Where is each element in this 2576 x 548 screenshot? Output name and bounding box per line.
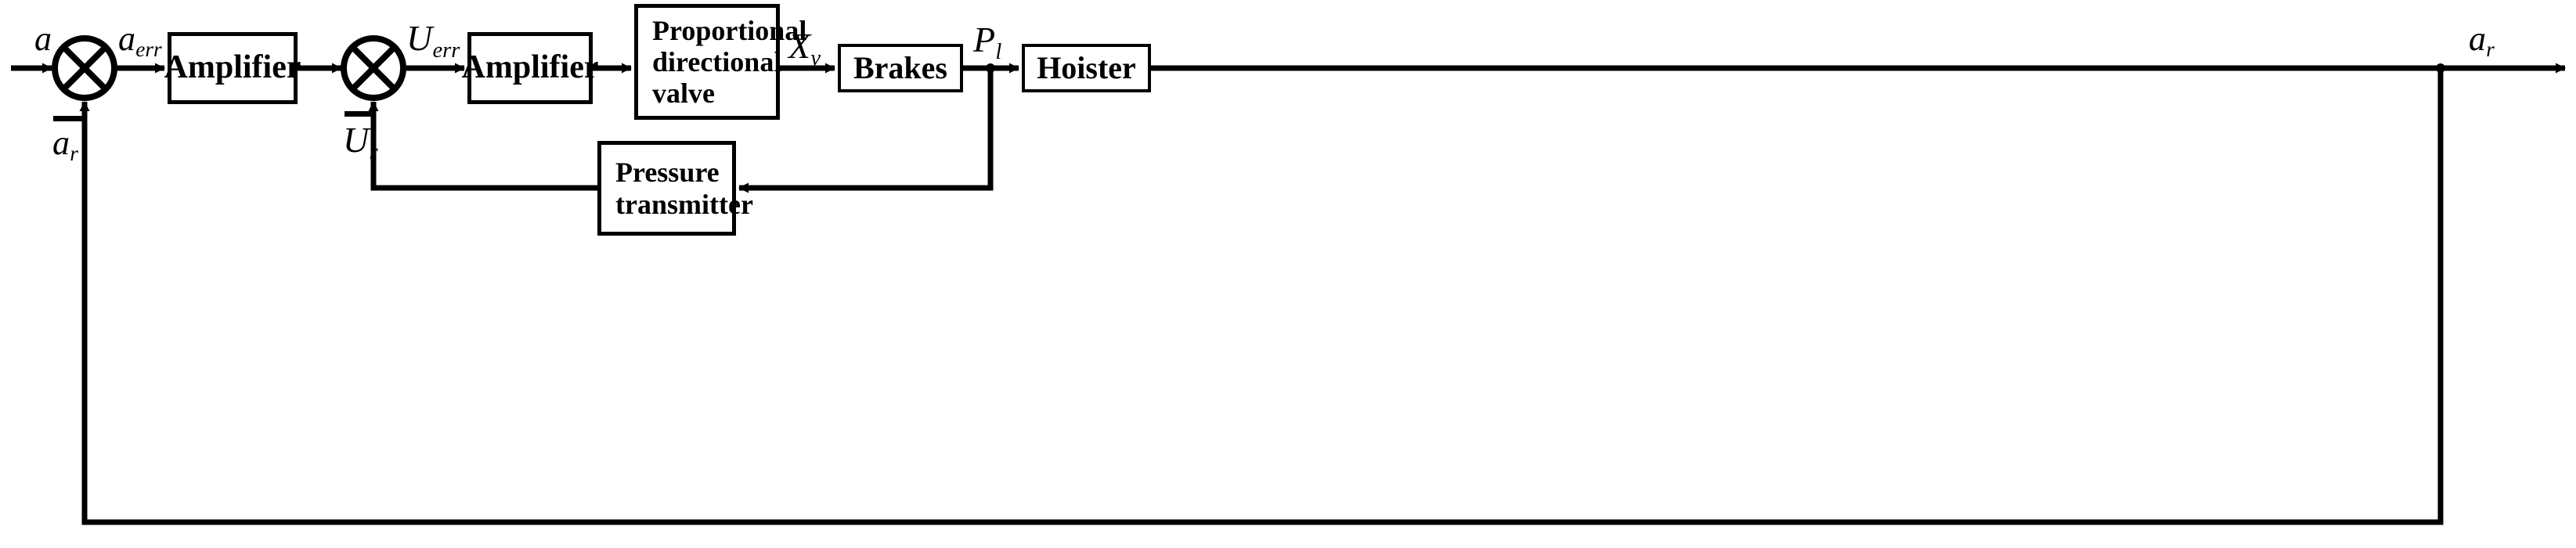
wire-outer-feedback-output-to-sum1 xyxy=(79,68,2444,525)
summing-junction-1 xyxy=(52,35,117,101)
signal-label-output-a-r: ar xyxy=(2469,20,2495,62)
overbar-feedback-a-r xyxy=(53,116,85,121)
block-hoister[interactable]: Hoister xyxy=(1022,44,1151,92)
block-amplifier-2[interactable]: Amplifier xyxy=(462,32,598,104)
wire-inner-feedback-brakes-to-transmitter xyxy=(738,68,994,193)
signal-label-feedback-U-r-subscript: r xyxy=(369,139,378,164)
signal-label-U-err-subscript: err xyxy=(432,38,460,63)
signal-label-Xv-subscript: v xyxy=(810,45,821,70)
signal-label-a-err: aerr xyxy=(118,20,162,62)
block-label-amplifier-1: Amplifier xyxy=(164,49,301,86)
block-label-pressure-transmitter: Pressure transmitter xyxy=(615,157,753,220)
signal-label-a-err-subscript: err xyxy=(135,38,162,62)
signal-label-Pl-subscript: l xyxy=(995,39,1002,64)
signal-label-feedback-U-r: Ur xyxy=(343,120,378,164)
block-brakes[interactable]: Brakes xyxy=(838,44,963,92)
block-amplifier-1[interactable]: Amplifier xyxy=(164,32,301,104)
wire-inner-feedback-transmitter-to-sum2 xyxy=(368,101,597,191)
block-proportional-directional-valve[interactable]: Proportional directional valve xyxy=(634,4,806,120)
node-dot-brake-pressure xyxy=(986,63,995,73)
block-label-hoister: Hoister xyxy=(1037,49,1136,85)
overbar-feedback-U-r xyxy=(345,111,376,117)
signal-label-Xv: Xv xyxy=(788,26,821,70)
signal-label-feedback-a-r: ar xyxy=(52,124,78,166)
signal-label-output-a-r-subscript: r xyxy=(2486,38,2495,62)
block-pressure-transmitter[interactable]: Pressure transmitter xyxy=(597,141,753,236)
node-dot-hoister-output xyxy=(2436,63,2445,73)
signal-label-feedback-a-r-subscript: r xyxy=(70,142,78,166)
signal-label-U-err: Uerr xyxy=(406,18,460,63)
block-label-proportional-directional-valve: Proportional directional valve xyxy=(652,14,807,110)
signal-label-Pl: Pl xyxy=(973,20,1002,64)
block-label-amplifier-2: Amplifier xyxy=(461,49,599,86)
summing-junction-2 xyxy=(341,35,406,101)
block-label-brakes: Brakes xyxy=(853,49,947,85)
signal-label-input-a: a xyxy=(34,20,52,58)
